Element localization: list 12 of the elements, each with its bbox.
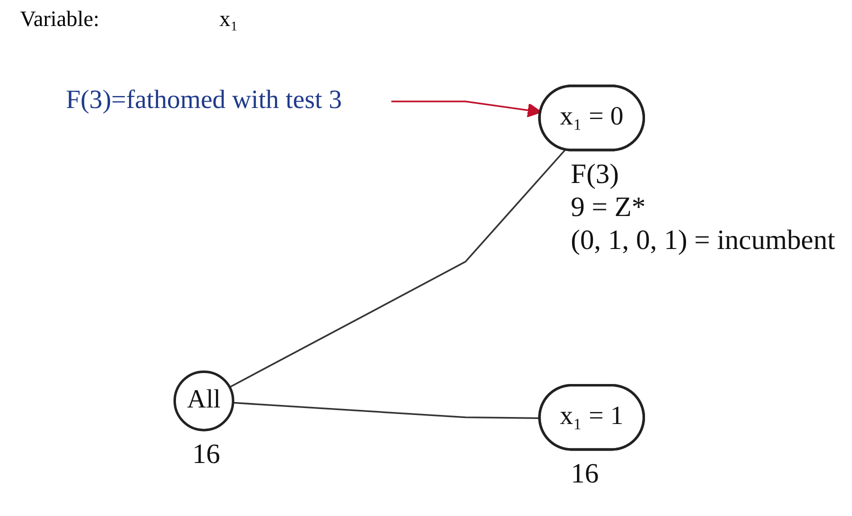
node-annotation: 16 — [570, 458, 599, 490]
node-annotation: F(3) — [570, 158, 619, 190]
node-annotation: 9 = Z* — [570, 192, 646, 223]
connector — [229, 149, 566, 388]
node-annotation: (0, 1, 0, 1) = incumbent — [570, 224, 836, 256]
node-circle: All — [173, 370, 234, 432]
arrow — [391, 100, 542, 118]
label-text: Variable: — [20, 6, 100, 32]
connector — [232, 402, 540, 419]
node-text: F(3)=fathomed with test 3 — [66, 86, 342, 115]
node-annotation: 16 — [192, 439, 220, 470]
label-text: x₁ — [219, 6, 238, 32]
